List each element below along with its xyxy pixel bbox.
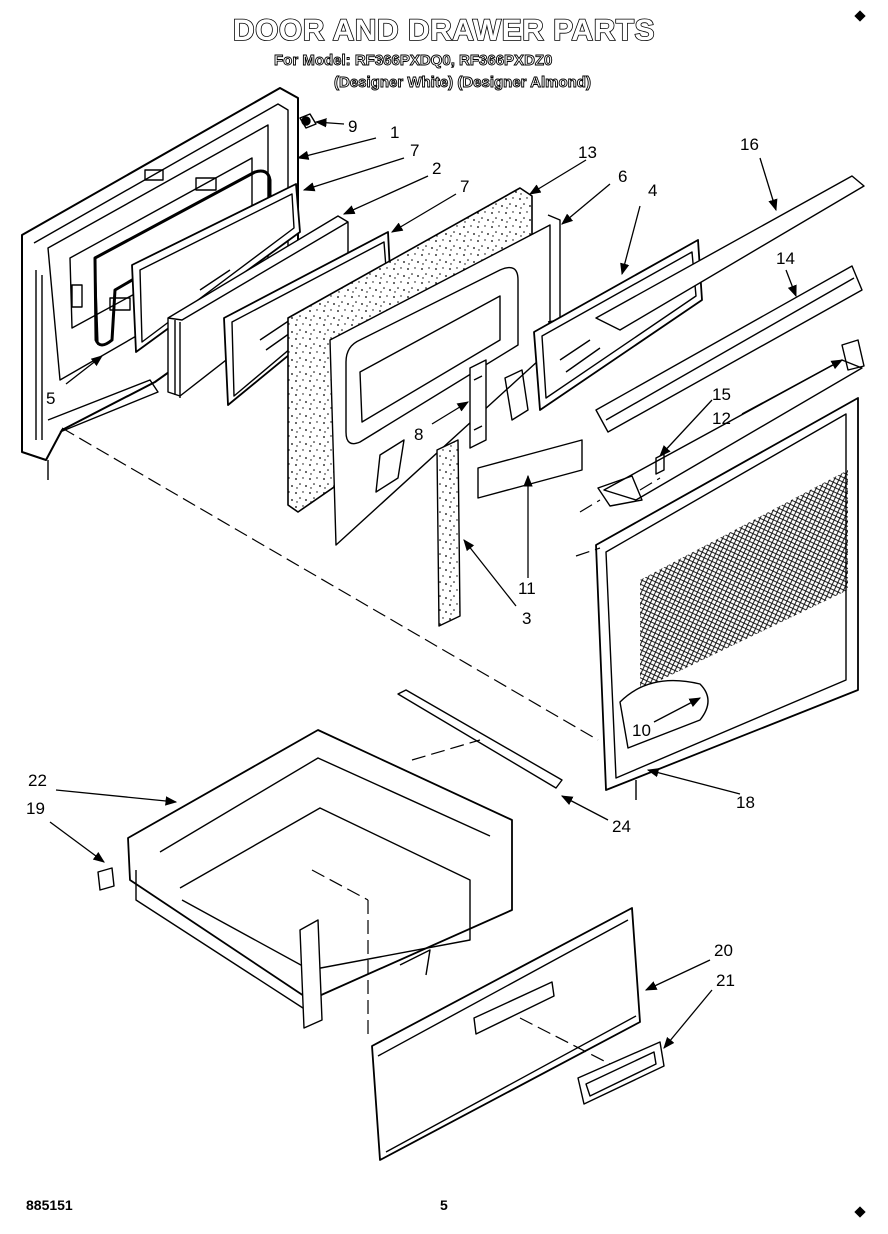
- vent-trim: [595, 265, 863, 433]
- callout-4: 4: [648, 181, 657, 200]
- leader-lines: [49, 118, 844, 1049]
- callout-7b: 7: [460, 177, 469, 196]
- callout-8: 8: [414, 425, 423, 444]
- callout-18: 18: [736, 793, 755, 812]
- callout-9: 9: [348, 117, 357, 136]
- storage-drawer: [127, 729, 513, 1029]
- alignment-lines: [61, 427, 661, 1065]
- drawer-stop-clip: [97, 867, 115, 891]
- side-insulation-strip: [436, 439, 461, 627]
- variant-line: (Designer White) (Designer Almond): [334, 74, 592, 92]
- page-title: DOOR AND DRAWER PARTS: [232, 13, 656, 48]
- door-handle-trim: [595, 175, 865, 331]
- drawer-handle: [577, 1041, 665, 1105]
- callout-2: 2: [432, 159, 441, 178]
- callout-13: 13: [578, 143, 597, 162]
- callout-10: 10: [632, 721, 651, 740]
- callout-20: 20: [714, 941, 733, 960]
- callout-6: 6: [618, 167, 627, 186]
- callout-22: 22: [28, 771, 47, 790]
- model-line: For Model: RF366PXDQ0, RF366PXDZ0: [274, 52, 553, 70]
- callout-14: 14: [776, 249, 795, 268]
- callout-labels: 9 1 7 2 7 13 6 4 16 14 15 12 8 11 3 5 10…: [26, 117, 795, 990]
- drawer-glide: [397, 689, 563, 789]
- page-number: 5: [440, 1197, 448, 1213]
- callout-19: 19: [26, 799, 45, 818]
- hinge-receptacle: [469, 359, 487, 449]
- callout-1: 1: [390, 123, 399, 142]
- document-number: 885151: [26, 1197, 73, 1213]
- callout-11: 11: [518, 579, 536, 598]
- door-handle: [597, 339, 865, 507]
- callout-3: 3: [522, 609, 531, 628]
- callout-12: 12: [712, 409, 731, 428]
- bottom-insulation-strip: [477, 439, 583, 499]
- oven-door-frame: [595, 397, 859, 800]
- callout-16: 16: [740, 135, 759, 154]
- callout-21: 21: [716, 971, 735, 990]
- callout-15: 15: [712, 385, 731, 404]
- door-screw: [299, 113, 317, 129]
- callout-24: 24: [612, 817, 631, 836]
- outer-glass-pane: [131, 183, 301, 353]
- callout-5: 5: [46, 389, 55, 408]
- callout-7a: 7: [410, 141, 419, 160]
- drawer-front-panel: [371, 907, 641, 1161]
